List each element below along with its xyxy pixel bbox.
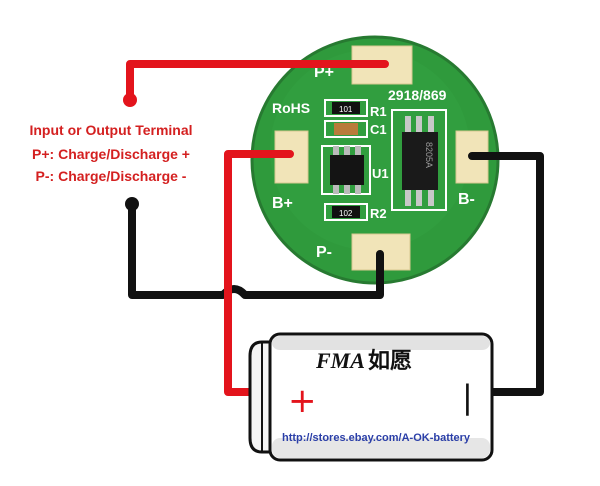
mosfet-marking: 8205A — [424, 142, 434, 168]
wire-p-minus-end — [125, 197, 139, 211]
label-r1: R1 — [370, 104, 387, 119]
wire-b-plus — [224, 150, 294, 396]
mosfet-pin-c — [428, 116, 434, 132]
ic-u1-pin1 — [333, 146, 339, 155]
ic-u1-pin5 — [344, 185, 350, 194]
annotation-line-1: Input or Output Terminal — [29, 122, 193, 138]
battery-body — [268, 332, 494, 462]
ic-u1-pin4 — [333, 185, 339, 194]
mosfet-chip — [402, 132, 438, 190]
resistor-r1 — [332, 102, 360, 114]
label-u1: U1 — [372, 166, 389, 181]
label-r2: R2 — [370, 206, 387, 221]
board-code: 2918/869 — [388, 87, 447, 103]
label-p-minus: P- — [316, 244, 332, 261]
battery-url: http://stores.ebay.com/A-OK-battery — [282, 432, 471, 444]
resistor-r2-outline — [324, 203, 368, 221]
label-b-minus: B- — [458, 191, 475, 208]
battery: FMA 如愿 + | http://stores.ebay.com/A-OK-b… — [248, 332, 494, 462]
battery-brand-cjk: 如愿 — [368, 349, 412, 374]
capacitor-c1 — [334, 123, 358, 135]
wires — [123, 60, 544, 396]
label-b-plus: B+ — [272, 195, 293, 212]
ic-u1-pin3 — [355, 146, 361, 155]
capacitor-c1-outline — [324, 120, 368, 138]
protection-board: P+ 2918/869 RoHS 101 R1 C1 U1 102 R2 — [250, 35, 500, 285]
resistor-r2-code: 102 — [339, 209, 353, 218]
ic-u1-pin6 — [355, 185, 361, 194]
rohs-mark: RoHS — [272, 100, 310, 116]
annotation-line-2: P+: Charge/Discharge + — [32, 146, 190, 162]
wire-p-minus — [128, 204, 384, 299]
resistor-r1-outline — [324, 99, 368, 117]
ic-u1-pin2 — [344, 146, 350, 155]
mosfet-pin-d — [405, 190, 411, 206]
battery-minus-sign: | — [462, 378, 473, 416]
wire-p-plus — [126, 60, 389, 100]
wire-p-plus-end — [123, 93, 137, 107]
mosfet-pin-f — [428, 190, 434, 206]
label-p-plus-top: P+ — [314, 64, 334, 81]
mosfet-pin-a — [405, 116, 411, 132]
battery-shade-bottom — [272, 438, 490, 458]
battery-shade — [272, 336, 490, 350]
annotation-line-3: P-: Charge/Discharge - — [35, 168, 187, 184]
battery-plus-sign: + — [288, 381, 317, 421]
label-c1: C1 — [370, 122, 387, 137]
mosfet-pin-b — [416, 116, 422, 132]
resistor-r2 — [332, 206, 360, 218]
mosfet-outline — [391, 109, 447, 211]
ic-u1 — [330, 155, 364, 185]
resistor-r1-code: 101 — [339, 105, 353, 114]
mosfet-pin-e — [416, 190, 422, 206]
battery-brand-latin: FMA — [315, 348, 365, 373]
wire-b-minus — [468, 152, 544, 396]
